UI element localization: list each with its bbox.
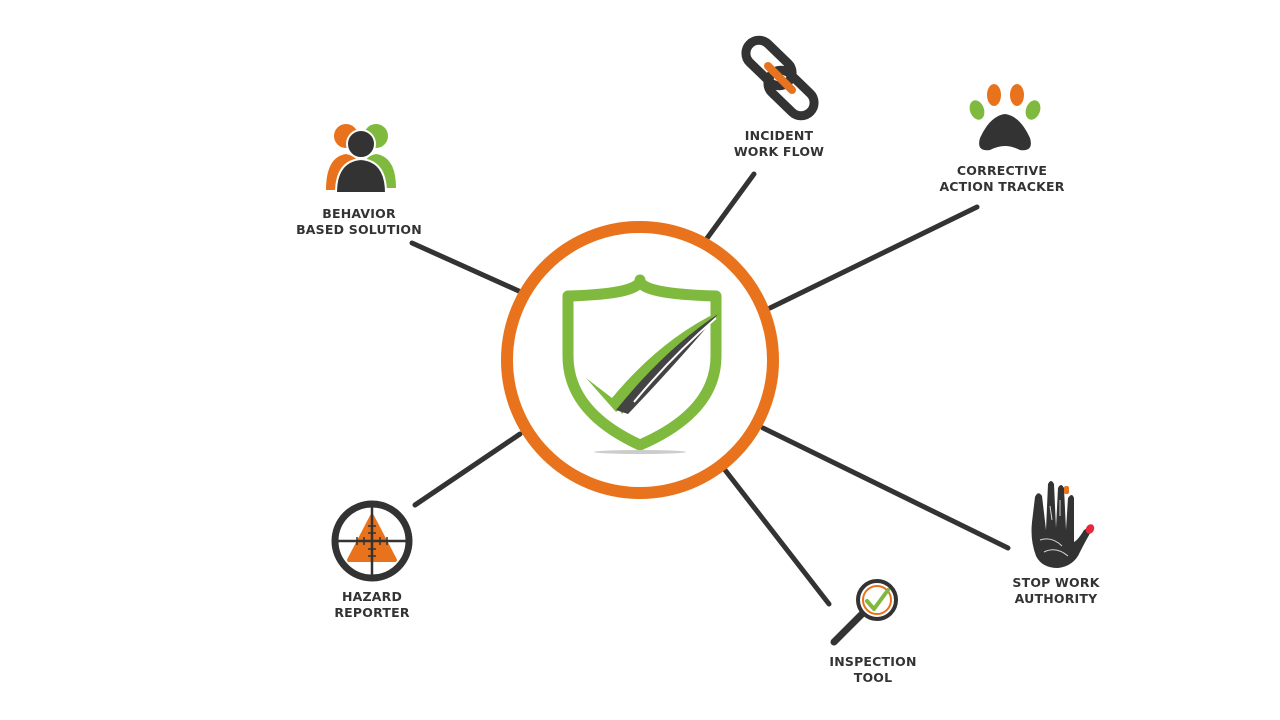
spoke-inspection bbox=[722, 467, 832, 607]
label-corrective-line-1: CORRECTIVE bbox=[956, 163, 1048, 178]
center-hub bbox=[501, 221, 779, 499]
spokes bbox=[409, 171, 1011, 607]
spoke-hazard bbox=[412, 431, 523, 508]
paw-print-icon bbox=[969, 84, 1041, 151]
label-stopwork-line-2: AUTHORITY bbox=[1014, 591, 1098, 606]
label-stopwork: STOP WORK AUTHORITY bbox=[996, 575, 1116, 607]
label-hazard: HAZARD REPORTER bbox=[312, 589, 432, 621]
label-stopwork-line-1: STOP WORK bbox=[1012, 575, 1100, 590]
people-group-icon bbox=[326, 124, 396, 194]
label-corrective: CORRECTIVE ACTION TRACKER bbox=[932, 163, 1072, 195]
label-behavior-line-1: BEHAVIOR bbox=[322, 206, 396, 221]
spoke-corrective bbox=[767, 204, 980, 311]
label-behavior-line-2: BASED SOLUTION bbox=[296, 222, 422, 237]
crosshair-warning-icon bbox=[331, 500, 413, 582]
spoke-stopwork bbox=[760, 425, 1011, 551]
magnifier-check-icon bbox=[830, 579, 898, 646]
label-inspection-line-1: INSPECTION bbox=[829, 654, 917, 669]
label-behavior: BEHAVIOR BASED SOLUTION bbox=[289, 206, 429, 238]
label-incident: INCIDENT WORK FLOW bbox=[719, 128, 839, 160]
shield-check-icon bbox=[562, 274, 722, 454]
hand-print-icon bbox=[1031, 481, 1095, 568]
spoke-behavior bbox=[409, 240, 524, 295]
label-inspection: INSPECTION TOOL bbox=[813, 654, 933, 686]
label-inspection-line-2: TOOL bbox=[853, 670, 893, 685]
label-incident-line-2: WORK FLOW bbox=[733, 144, 825, 159]
label-hazard-line-1: HAZARD bbox=[341, 589, 403, 604]
label-hazard-line-2: REPORTER bbox=[334, 605, 410, 620]
label-incident-line-1: INCIDENT bbox=[744, 128, 814, 143]
label-corrective-line-2: ACTION TRACKER bbox=[939, 179, 1065, 194]
chain-link-icon bbox=[741, 35, 819, 121]
spoke-incident bbox=[702, 171, 757, 244]
